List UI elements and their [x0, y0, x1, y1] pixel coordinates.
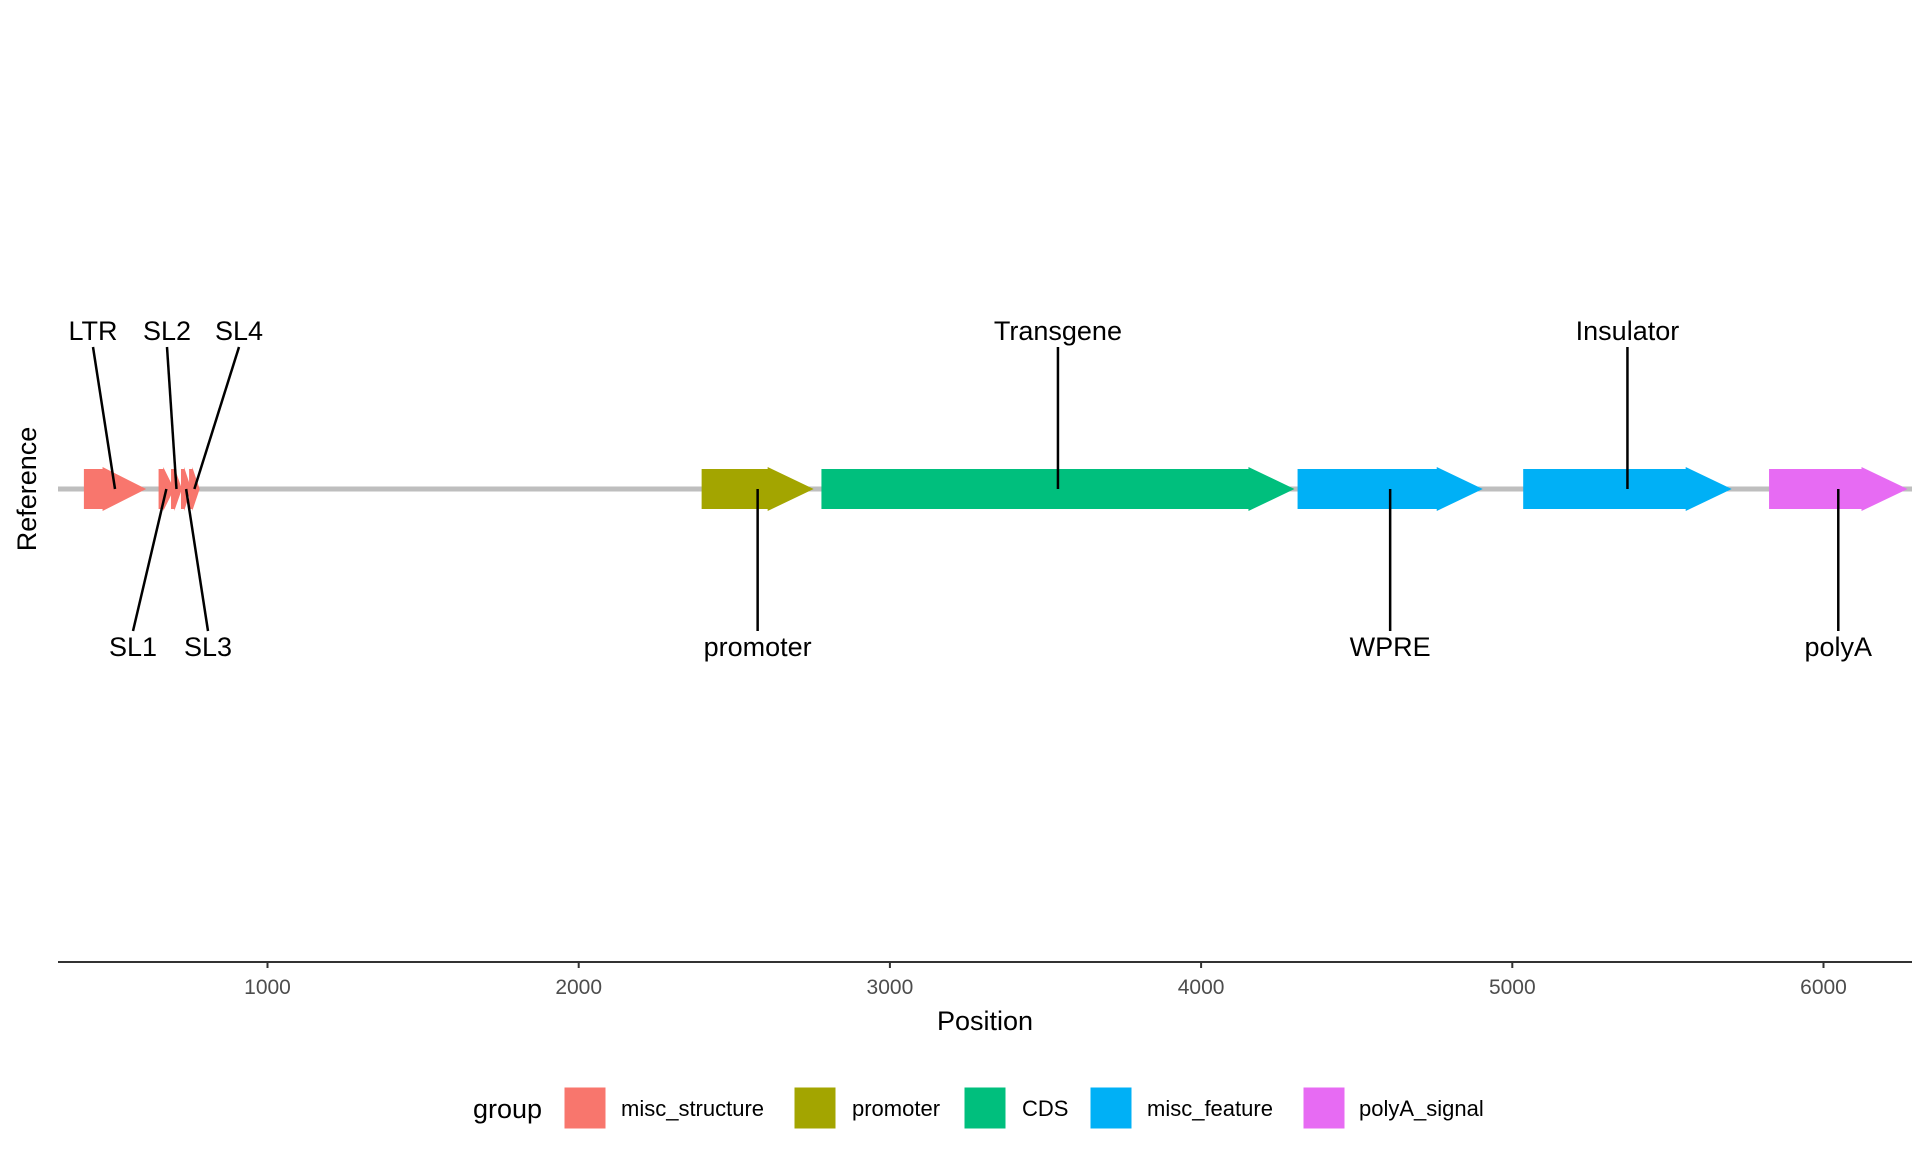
legend-label-cds: CDS — [1022, 1096, 1068, 1121]
legend-title: group — [473, 1094, 542, 1124]
feature-label-sl1: SL1 — [109, 632, 157, 662]
feature-label-sl3: SL3 — [184, 632, 232, 662]
leader-line-sl3 — [184, 488, 210, 632]
feature-label-sl2: SL2 — [143, 316, 191, 346]
x-tick-label-5000: 5000 — [1489, 976, 1536, 999]
leader-line-sl1 — [131, 488, 168, 632]
feature-label-transgene: Transgene — [994, 316, 1122, 346]
x-tick-label-6000: 6000 — [1800, 976, 1847, 999]
x-tick-label-1000: 1000 — [244, 976, 291, 999]
x-tick-label-2000: 2000 — [555, 976, 602, 999]
leader-line-sl4 — [193, 346, 241, 490]
leader-line-sl2 — [165, 346, 178, 490]
leader-line-ltr — [91, 346, 117, 490]
feature-label-promoter: promoter — [704, 632, 812, 662]
legend-key-polya-signal — [1302, 1086, 1346, 1130]
x-axis-ticks: 1000 2000 3000 4000 5000 6000 — [244, 962, 1847, 999]
y-axis-title: Reference — [12, 427, 42, 552]
feature-label-sl4: SL4 — [215, 316, 263, 346]
legend-key-misc-structure — [563, 1086, 607, 1130]
legend-key-cds — [963, 1086, 1007, 1130]
x-axis: 1000 2000 3000 4000 5000 6000 — [58, 961, 1912, 999]
legend-key-promoter — [793, 1086, 837, 1130]
feature-label-ltr: LTR — [68, 316, 117, 346]
legend-key-misc-feature — [1089, 1086, 1133, 1130]
legend-items: misc_structure promoter CDS misc_feature pol… — [563, 1086, 1484, 1130]
legend-label-polya-signal: polyA_signal — [1359, 1096, 1484, 1121]
legend: group misc_structure promoter CDS misc_feat… — [473, 1086, 1484, 1130]
feature-label-polya: polyA — [1805, 632, 1873, 662]
x-tick-label-3000: 3000 — [867, 976, 914, 999]
x-axis-title: Position — [937, 1006, 1033, 1036]
legend-label-promoter: promoter — [852, 1096, 940, 1121]
legend-label-misc-feature: misc_feature — [1147, 1096, 1273, 1121]
legend-label-misc-structure: misc_structure — [621, 1096, 764, 1121]
feature-label-insulator: Insulator — [1576, 316, 1680, 346]
feature-label-wpre: WPRE — [1350, 632, 1431, 662]
x-tick-label-4000: 4000 — [1178, 976, 1225, 999]
